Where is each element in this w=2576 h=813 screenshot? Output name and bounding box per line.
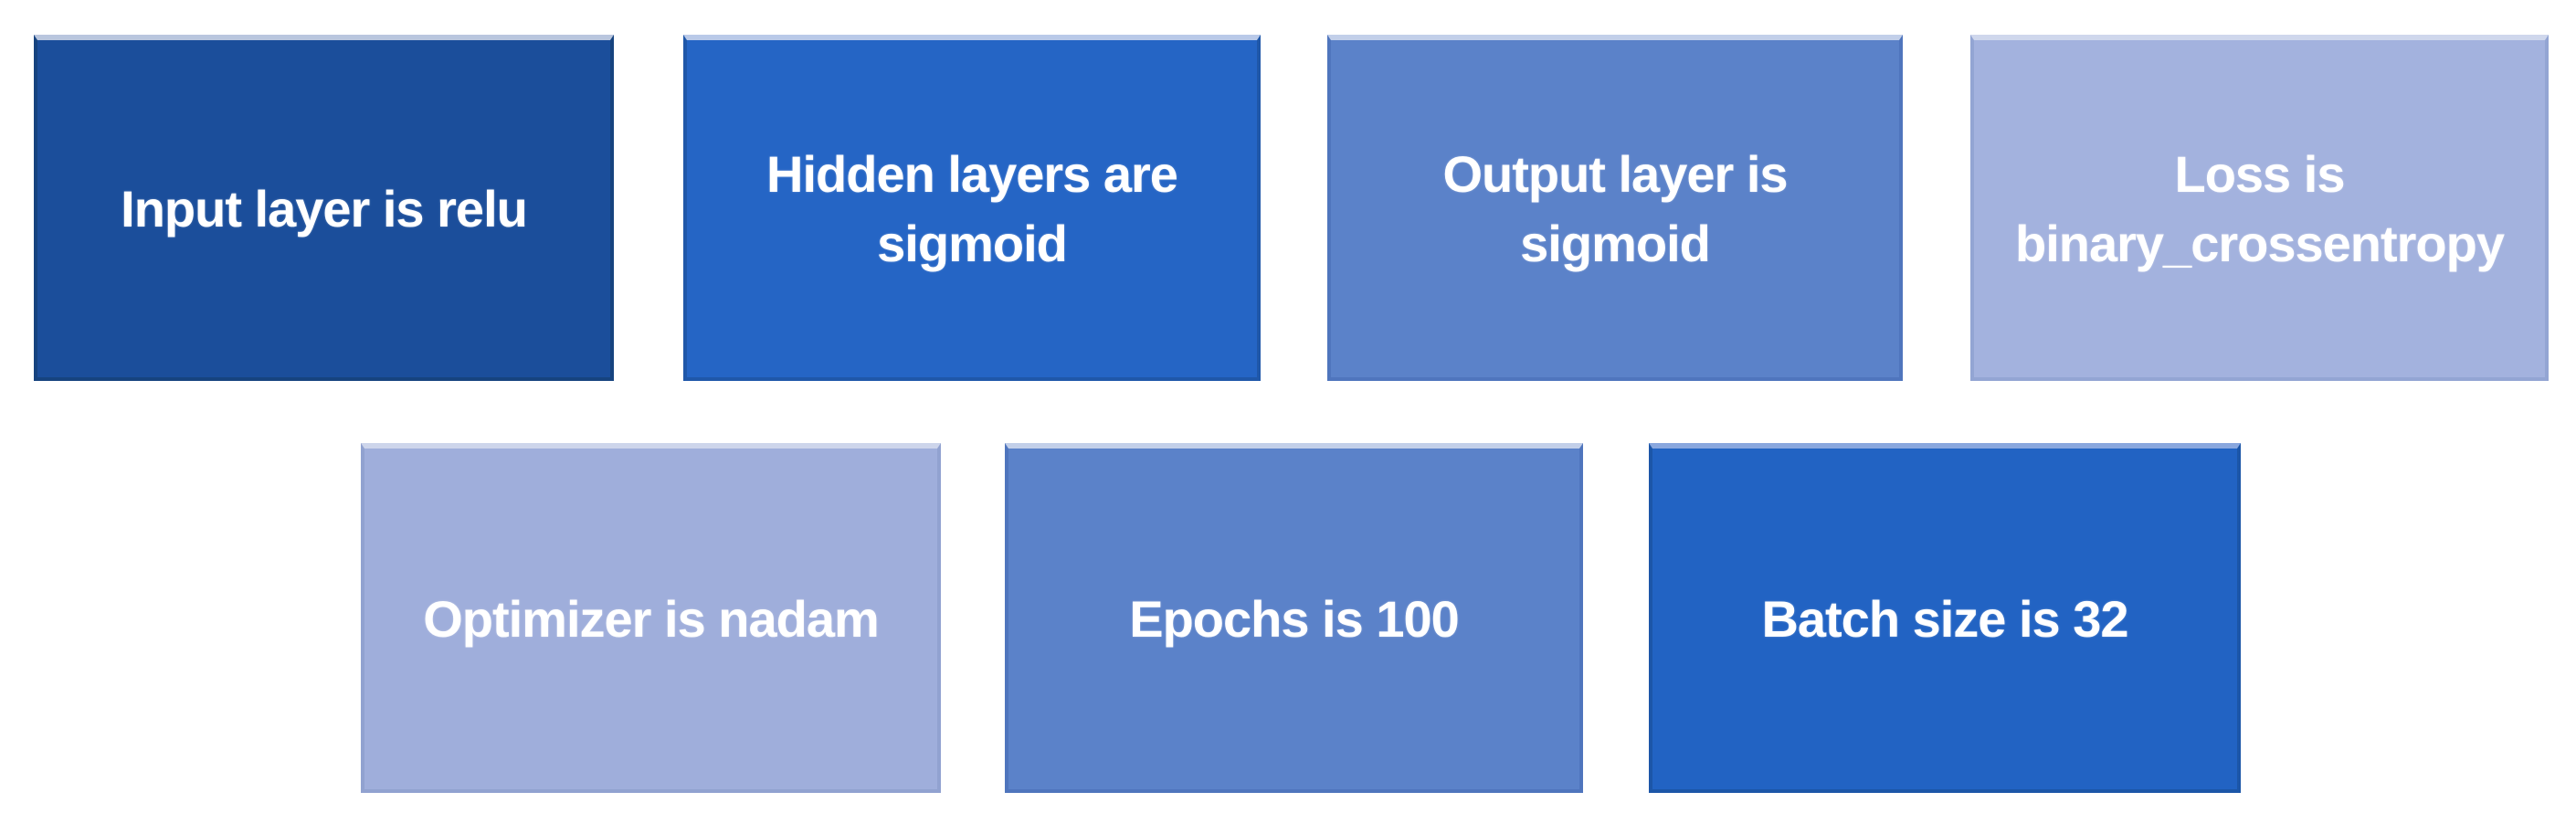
box-epochs-label: Epochs is 100 — [1129, 589, 1460, 648]
box-output-layer-activation: Output layer is sigmoid — [1327, 35, 1903, 381]
box-hidden-layers-activation-label: Hidden layers are sigmoid — [766, 144, 1178, 272]
box-epochs: Epochs is 100 — [1005, 443, 1583, 793]
box-optimizer-label: Optimizer is nadam — [423, 589, 880, 648]
box-batch-size: Batch size is 32 — [1649, 443, 2241, 793]
box-loss-function: Loss is binary_crossentropy — [1970, 35, 2549, 381]
box-input-layer-activation: Input layer is relu — [34, 35, 614, 381]
box-hidden-layers-activation: Hidden layers are sigmoid — [683, 35, 1261, 381]
box-optimizer: Optimizer is nadam — [361, 443, 941, 793]
box-input-layer-activation-label: Input layer is relu — [121, 179, 528, 238]
box-output-layer-activation-label: Output layer is sigmoid — [1442, 144, 1788, 272]
box-batch-size-label: Batch size is 32 — [1761, 589, 2128, 648]
box-loss-function-label: Loss is binary_crossentropy — [2015, 144, 2505, 272]
